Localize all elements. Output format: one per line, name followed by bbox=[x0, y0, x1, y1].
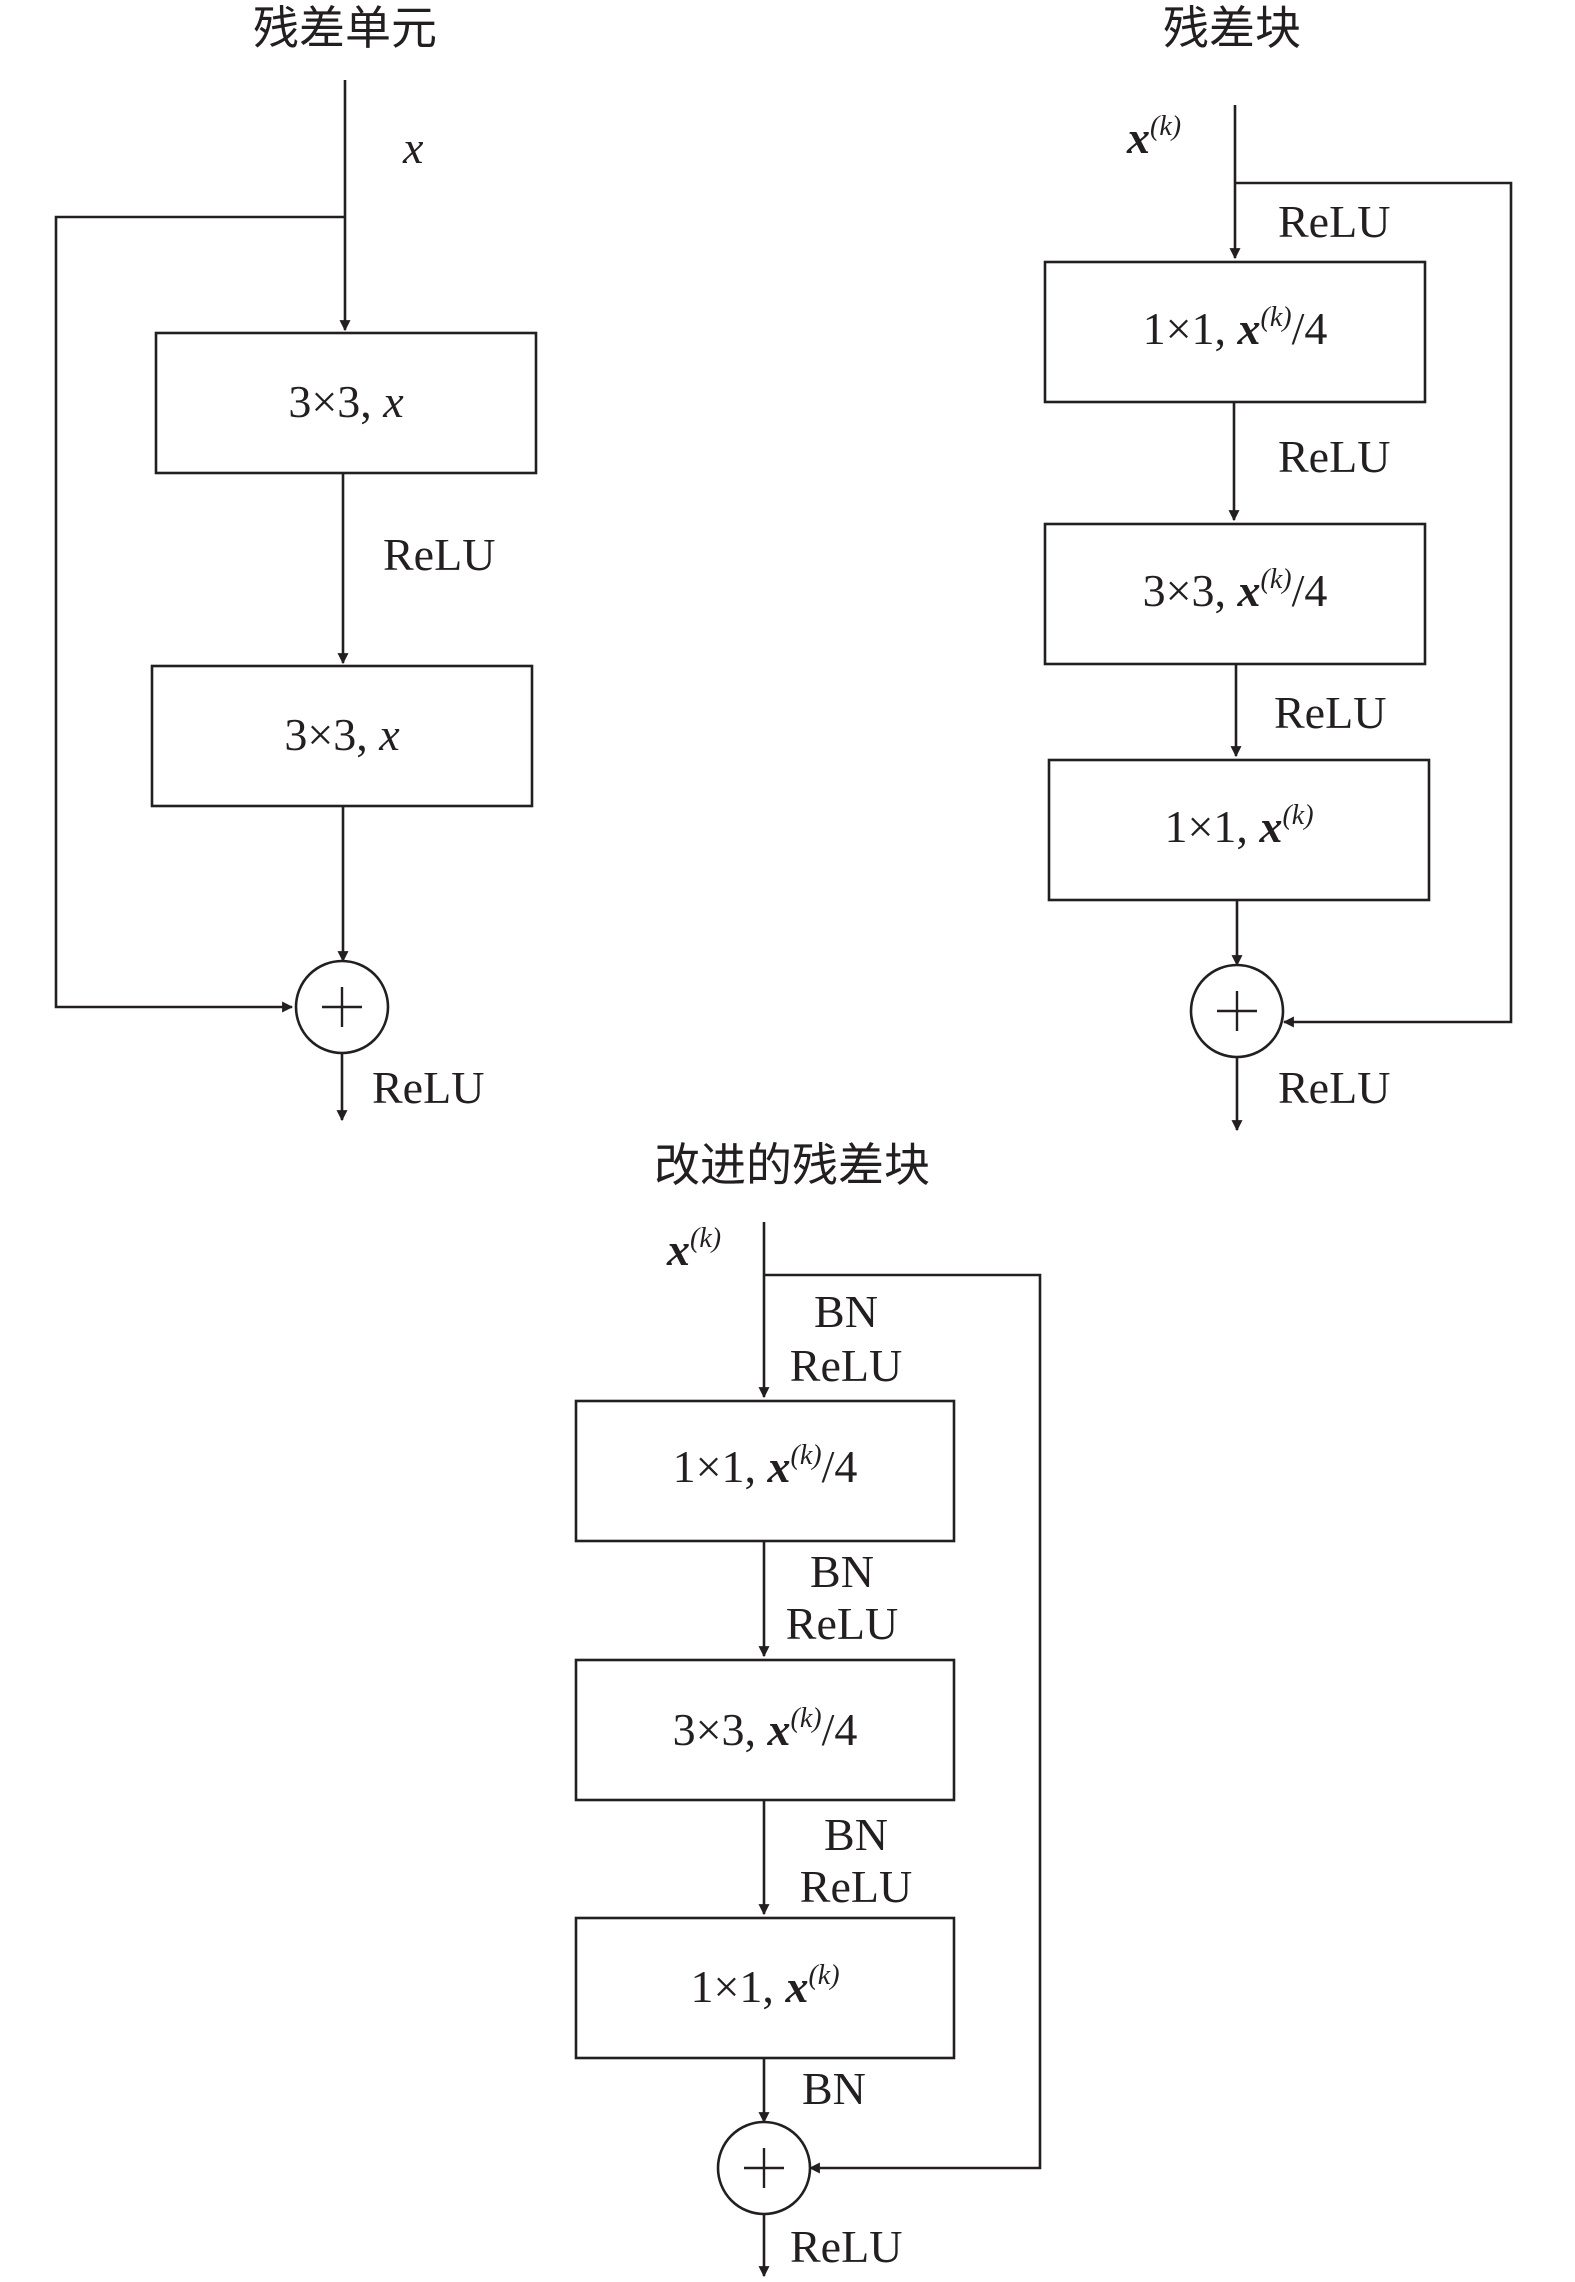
improved-pre0-relu: ReLU bbox=[790, 1340, 902, 1391]
unit-act-1: ReLU bbox=[383, 529, 495, 580]
unit-output-act: ReLU bbox=[372, 1062, 484, 1113]
improved-post-bn: BN bbox=[802, 2063, 866, 2114]
unit-skip-connection bbox=[54, 215, 345, 1013]
unit-input-label: x bbox=[402, 122, 424, 173]
block-act-0: ReLU bbox=[1278, 196, 1390, 247]
residual-unit: 残差单元 x 3×3, x ReLU 3×3, x + ReLU bbox=[54, 1, 538, 1122]
unit-conv-box-2 bbox=[150, 664, 534, 808]
block-adder: + bbox=[1189, 963, 1285, 1059]
unit-conv-box-1 bbox=[154, 331, 538, 475]
block-conv-box-3-label: 1×1, x(k) bbox=[1164, 800, 1313, 852]
improved-skip-connection bbox=[764, 1273, 1042, 2174]
improved-pre1-bn: BN bbox=[810, 1546, 874, 1597]
block-act-1: ReLU bbox=[1278, 431, 1390, 482]
improved-conv-box-1-label: 1×1, x(k)/4 bbox=[673, 1440, 858, 1492]
block-conv-box-1 bbox=[1043, 260, 1427, 404]
improved-input-label: x(k) bbox=[666, 1223, 721, 1275]
block-act-2: ReLU bbox=[1274, 687, 1386, 738]
block-title: 残差块 bbox=[1163, 1, 1301, 55]
improved-conv-box-3-label: 1×1, x(k) bbox=[690, 1960, 839, 2012]
unit-adder: + bbox=[294, 959, 390, 1055]
residual-block: 残差块 x(k) ReLU 1×1, x(k)/4 ReLU 3×3, x(k)… bbox=[1043, 1, 1513, 1132]
block-conv-box-1-label: 1×1, x(k)/4 bbox=[1143, 302, 1328, 354]
block-skip-connection bbox=[1235, 181, 1513, 1028]
improved-conv-box-2 bbox=[574, 1658, 956, 1802]
improved-pre2-relu: ReLU bbox=[800, 1861, 912, 1912]
improved-residual-block: 改进的残差块 x(k) BN ReLU 1×1, x(k)/4 BN ReLU … bbox=[574, 1138, 1042, 2278]
block-input-label: x(k) bbox=[1126, 111, 1181, 163]
improved-pre1-relu: ReLU bbox=[786, 1598, 898, 1649]
improved-title: 改进的残差块 bbox=[654, 1138, 930, 1192]
improved-output-act: ReLU bbox=[790, 2221, 902, 2272]
unit-title: 残差单元 bbox=[253, 1, 437, 55]
block-conv-box-3 bbox=[1047, 758, 1431, 902]
improved-pre0-bn: BN bbox=[814, 1286, 878, 1337]
improved-conv-box-2-label: 3×3, x(k)/4 bbox=[673, 1703, 858, 1755]
unit-conv-box-1-label: 3×3, x bbox=[288, 376, 404, 427]
unit-conv-box-2-label: 3×3, x bbox=[284, 709, 400, 760]
improved-pre2-bn: BN bbox=[824, 1809, 888, 1860]
block-output-act: ReLU bbox=[1278, 1062, 1390, 1113]
block-conv-box-2-label: 3×3, x(k)/4 bbox=[1143, 564, 1328, 616]
improved-adder: + bbox=[716, 2120, 812, 2216]
improved-conv-box-3 bbox=[574, 1916, 956, 2060]
improved-conv-box-1 bbox=[574, 1399, 956, 1543]
